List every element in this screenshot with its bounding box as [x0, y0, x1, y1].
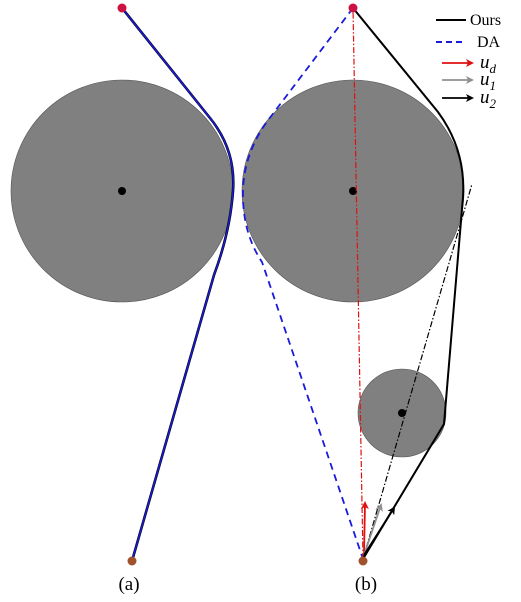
legend-ours-label: Ours — [470, 12, 501, 29]
legend-u-d-label: ud — [480, 52, 497, 76]
legend-da-label: DA — [477, 34, 501, 51]
legend: Ours DA ud u1 u2 — [436, 12, 501, 111]
legend-u-2-sub: 2 — [490, 96, 497, 111]
obstacle-center-large-b — [349, 187, 357, 195]
legend-u-d: ud — [442, 52, 497, 76]
legend-u-2: u2 — [442, 87, 497, 111]
legend-u-d-base: u — [480, 52, 490, 73]
ours-path-b — [352, 7, 465, 560]
obstacle-center-a — [118, 187, 126, 195]
goal-point-b — [348, 3, 358, 13]
u-d-arrow — [360, 501, 369, 556]
panel-a: (a) — [10, 3, 235, 595]
legend-u-1-label: u1 — [480, 69, 496, 93]
goal-point-a — [117, 3, 127, 13]
u-1-arrow — [363, 503, 383, 556]
panel-label-b: (b) — [355, 574, 377, 595]
legend-da: DA — [436, 34, 501, 51]
panel-b: (b) — [241, 3, 473, 595]
panel-label-a: (a) — [118, 574, 139, 595]
u-2-arrow — [363, 506, 396, 556]
legend-u-1: u1 — [442, 69, 496, 93]
da-path-a — [121, 7, 235, 562]
start-point-b — [358, 556, 368, 566]
tangent-direction-line — [362, 183, 473, 560]
legend-ours: Ours — [436, 12, 501, 29]
legend-u-1-base: u — [480, 69, 490, 90]
legend-u-d-sub: d — [490, 61, 497, 76]
legend-u-2-base: u — [480, 87, 490, 108]
legend-u-1-sub: 1 — [490, 78, 497, 93]
legend-u-2-label: u2 — [480, 87, 497, 111]
obstacle-center-small-b — [398, 409, 406, 417]
da-path-b — [242, 7, 364, 560]
start-point-a — [127, 556, 137, 566]
